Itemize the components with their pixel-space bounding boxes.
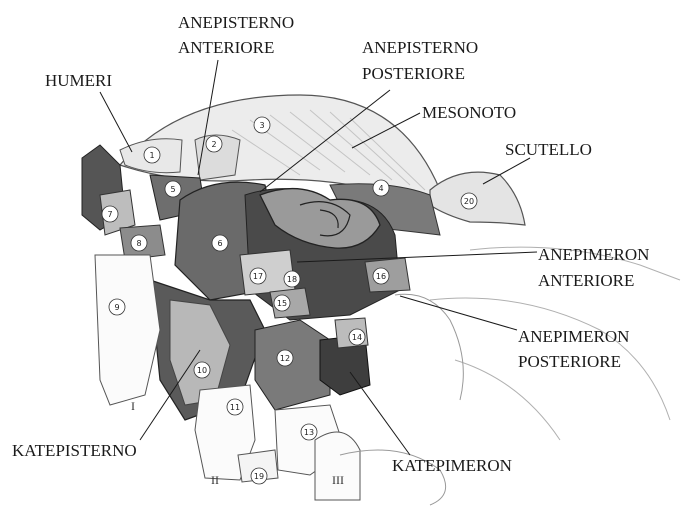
label-katepisterno: KATEPISTERNO	[12, 441, 137, 460]
leg-hind-outline-2	[395, 294, 463, 400]
svg-text:12: 12	[280, 354, 290, 363]
label-anepisterno-posteriore-line2: POSTERIORE	[362, 64, 465, 83]
label-anepisterno-anteriore-line1: ANEPISTERNO	[178, 13, 294, 32]
number-marker: 2	[206, 136, 222, 152]
number-marker: 3	[254, 117, 270, 133]
leg-label-i: I	[131, 399, 135, 413]
svg-text:11: 11	[230, 403, 240, 412]
number-marker: 14	[349, 329, 365, 345]
number-marker: 13	[301, 424, 317, 440]
svg-text:4: 4	[378, 184, 383, 193]
label-anepisterno-posteriore-line1: ANEPISTERNO	[362, 38, 478, 57]
svg-text:15: 15	[277, 299, 287, 308]
svg-text:16: 16	[376, 272, 386, 281]
number-marker: 9	[109, 299, 125, 315]
number-marker: 10	[194, 362, 210, 378]
label-anepimeron-anteriore-line2: ANTERIORE	[538, 271, 634, 290]
leader-humeri	[100, 92, 132, 152]
number-marker: 15	[274, 295, 290, 311]
svg-text:20: 20	[464, 197, 474, 206]
label-katepimeron: KATEPIMERON	[392, 456, 512, 475]
svg-text:8: 8	[136, 239, 141, 248]
label-anepimeron-posteriore-line2: POSTERIORE	[518, 352, 621, 371]
leg-i	[95, 255, 160, 405]
leg-iii	[315, 432, 360, 500]
leader-anepimeron-posteriore	[400, 296, 517, 330]
number-marker: 5	[165, 181, 181, 197]
number-marker: 7	[102, 206, 118, 222]
svg-text:10: 10	[197, 366, 207, 375]
number-marker: 12	[277, 350, 293, 366]
number-marker: 6	[212, 235, 228, 251]
svg-text:5: 5	[170, 185, 175, 194]
scutello-shape	[430, 172, 525, 225]
svg-text:3: 3	[259, 121, 264, 130]
number-marker: 16	[373, 268, 389, 284]
label-anepimeron-anteriore-line1: ANEPIMERON	[538, 245, 649, 264]
svg-text:19: 19	[254, 472, 264, 481]
number-marker: 20	[461, 193, 477, 209]
label-scutello: SCUTELLO	[505, 140, 592, 159]
svg-text:13: 13	[304, 428, 314, 437]
number-marker: 8	[131, 235, 147, 251]
number-marker: 11	[227, 399, 243, 415]
number-marker: 18	[284, 271, 300, 287]
leg-label-iii: III	[332, 473, 344, 487]
label-anepimeron-posteriore-line1: ANEPIMERON	[518, 327, 629, 346]
label-humeri: HUMERI	[45, 71, 112, 90]
number-marker: 19	[251, 468, 267, 484]
label-mesonoto: MESONOTO	[422, 103, 516, 122]
plate-12	[255, 320, 330, 410]
svg-text:18: 18	[287, 275, 297, 284]
number-marker: 17	[250, 268, 266, 284]
svg-text:1: 1	[149, 151, 154, 160]
svg-text:17: 17	[253, 272, 263, 281]
label-anepisterno-anteriore-line2: ANTERIORE	[178, 38, 274, 57]
leader-katepimeron	[350, 372, 410, 455]
leader-scutello	[483, 158, 530, 184]
number-marker: 4	[373, 180, 389, 196]
svg-text:7: 7	[107, 210, 112, 219]
svg-text:2: 2	[211, 140, 216, 149]
svg-text:14: 14	[352, 333, 362, 342]
number-marker: 1	[144, 147, 160, 163]
svg-text:9: 9	[114, 303, 119, 312]
leg-label-ii: II	[211, 473, 219, 487]
svg-text:6: 6	[217, 239, 222, 248]
